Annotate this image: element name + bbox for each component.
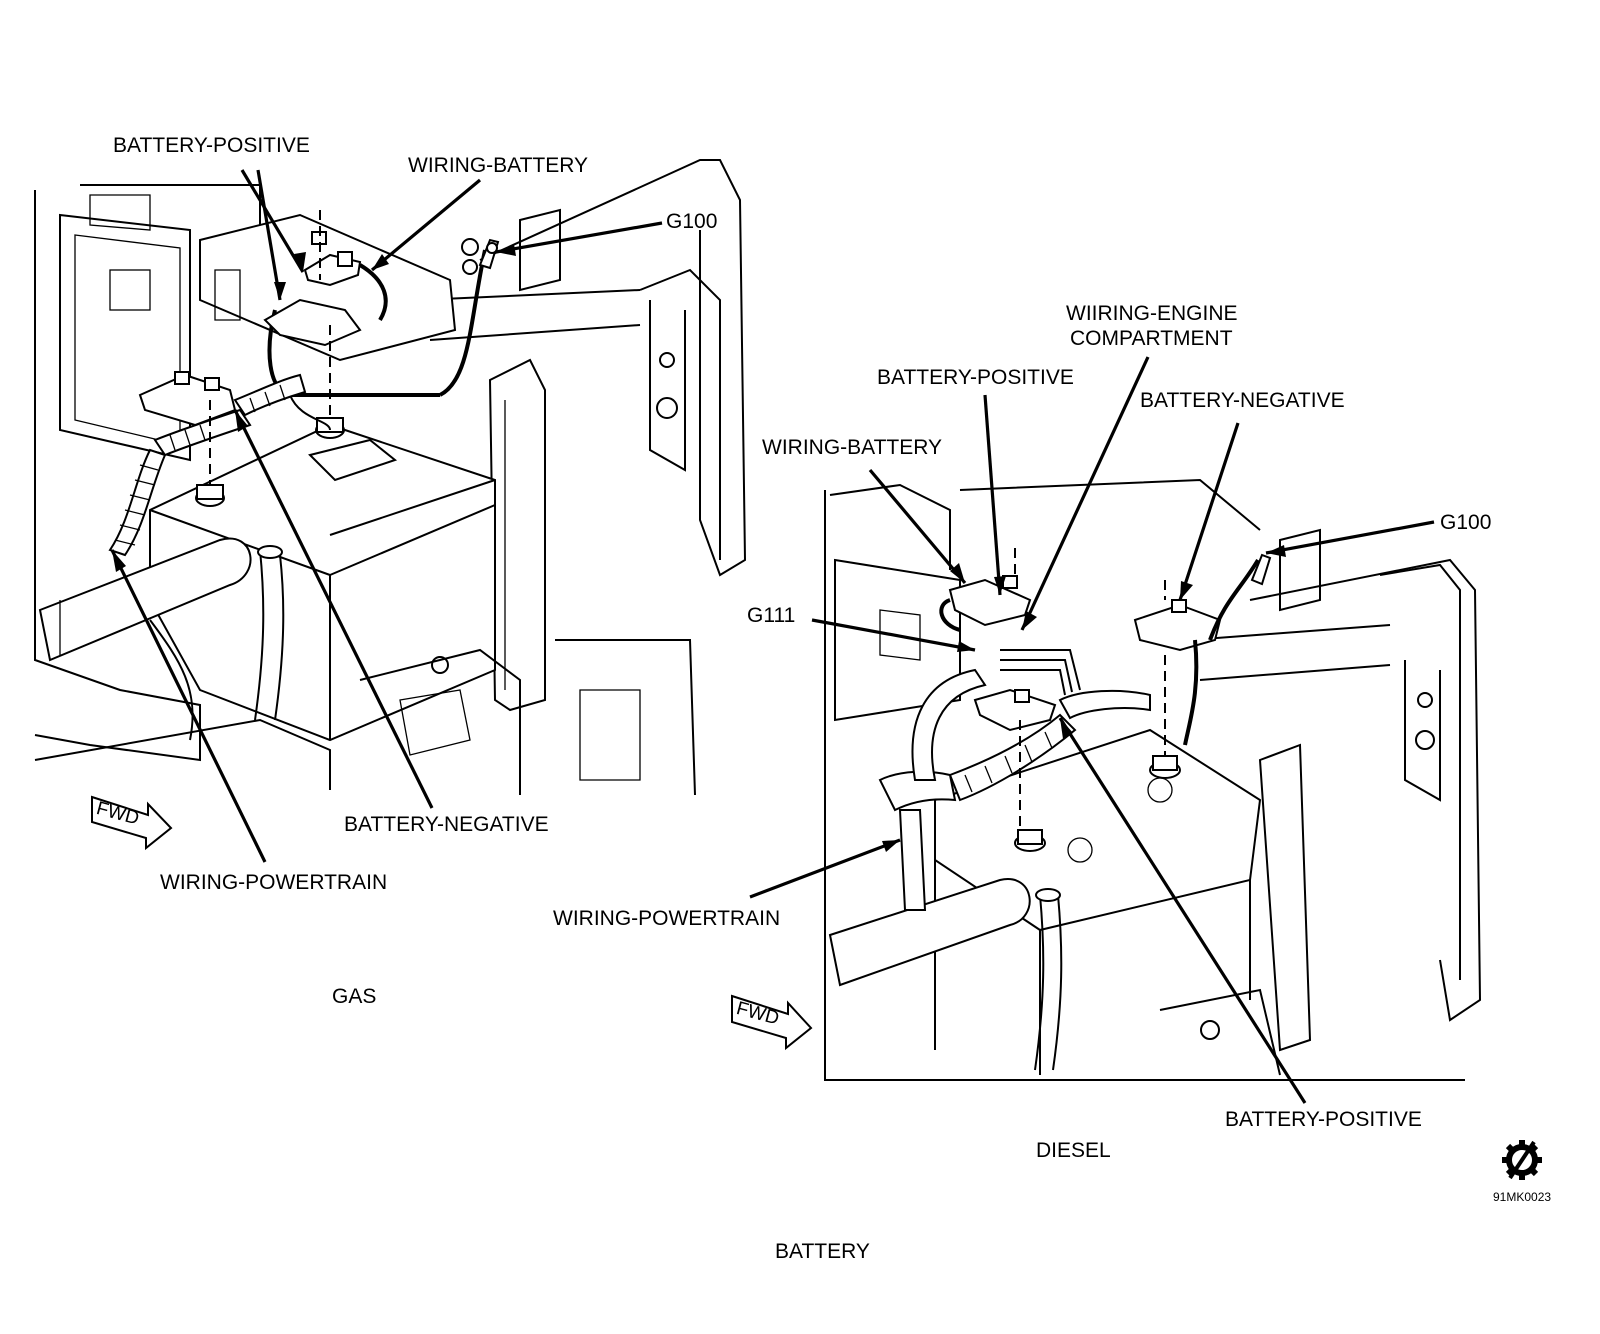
diesel-label-wiring-powertrain: WIRING-POWERTRAIN [553,907,780,930]
gear-slash-icon [1502,1140,1542,1180]
diesel-label-wiring-battery: WIRING-BATTERY [762,436,942,459]
gas-label-g100: G100 [666,210,717,233]
diesel-label-battery-positive-top: BATTERY-POSITIVE [877,366,1074,389]
figure-title: BATTERY [775,1240,870,1263]
gas-label-battery-negative: BATTERY-NEGATIVE [344,813,549,836]
gas-caption: GAS [332,985,376,1008]
diesel-illustration [824,478,1482,1081]
diesel-label-wiring-engine-1: WIIRING-ENGINE [1066,302,1238,325]
diesel-label-battery-positive-bottom: BATTERY-POSITIVE [1225,1108,1422,1131]
diesel-label-wiring-engine-2: COMPARTMENT [1070,327,1233,350]
gas-leader-lines [110,169,663,863]
gas-illustration [34,159,747,796]
figure-code: 91MK0023 [1493,1190,1551,1204]
diesel-label-g111: G111 [747,604,795,627]
gas-label-wiring-battery: WIRING-BATTERY [408,154,588,177]
diesel-fwd-arrow-icon: FWD [731,994,813,1051]
diesel-leader-lines [749,356,1435,1104]
diesel-label-battery-negative: BATTERY-NEGATIVE [1140,389,1345,412]
gas-label-wiring-powertrain: WIRING-POWERTRAIN [160,871,387,894]
diesel-label-g100: G100 [1440,511,1491,534]
gas-label-battery-positive: BATTERY-POSITIVE [113,134,310,157]
gas-fwd-arrow-icon: FWD [91,795,173,851]
diesel-caption: DIESEL [1036,1139,1111,1162]
